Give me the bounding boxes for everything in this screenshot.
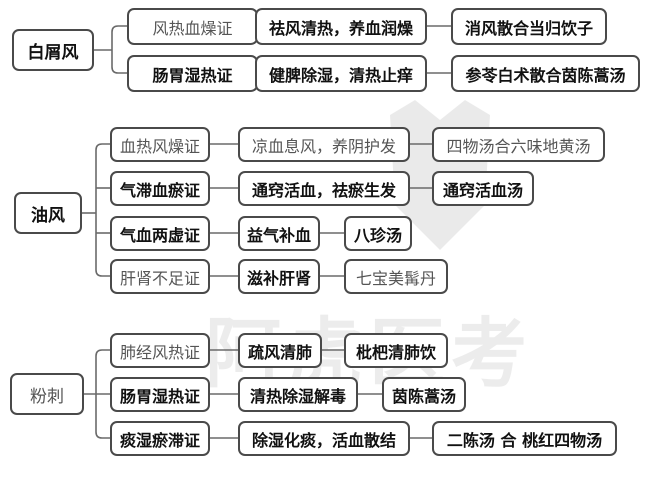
formula-node: 七宝美髯丹 [344,259,448,294]
root-node: 粉刺 [10,373,84,415]
root-node: 油风 [14,192,82,234]
pattern-node: 风热血燥证 [127,8,258,45]
pattern-node: 痰湿瘀滞证 [110,421,210,456]
method-node: 滋补肝肾 [238,259,320,294]
method-node: 除湿化痰，活血散结 [238,421,410,456]
formula-node: 通窍活血汤 [432,171,534,206]
root-node: 白屑风 [12,29,94,71]
method-node: 祛风清热，养血润燥 [255,8,427,45]
formula-node: 参苓白术散合茵陈蒿汤 [451,55,640,92]
pattern-node: 气血两虚证 [110,216,210,251]
formula-node: 枇杷清肺饮 [344,333,448,368]
method-node: 清热除湿解毒 [238,377,358,412]
formula-node: 茵陈蒿汤 [382,377,466,412]
method-node: 凉血息风，养阴护发 [238,127,410,162]
method-node: 健脾除湿，清热止痒 [255,55,427,92]
formula-node: 八珍汤 [344,216,412,251]
pattern-node: 肝肾不足证 [110,259,210,294]
formula-node: 二陈汤 合 桃红四物汤 [432,421,617,456]
method-node: 疏风清肺 [238,333,322,368]
connector [95,349,110,439]
pattern-node: 肺经风热证 [110,333,210,368]
pattern-node: 肠胃湿热证 [110,377,210,412]
method-node: 通窍活血，祛瘀生发 [238,171,410,206]
method-node: 益气补血 [238,216,320,251]
formula-node: 消风散合当归饮子 [451,8,607,45]
formula-node: 四物汤合六味地黄汤 [432,127,605,162]
pattern-node: 肠胃湿热证 [127,55,258,92]
pattern-node: 血热风燥证 [110,127,210,162]
pattern-node: 气滞血瘀证 [110,171,210,206]
connector [111,25,127,74]
connector [95,143,110,277]
